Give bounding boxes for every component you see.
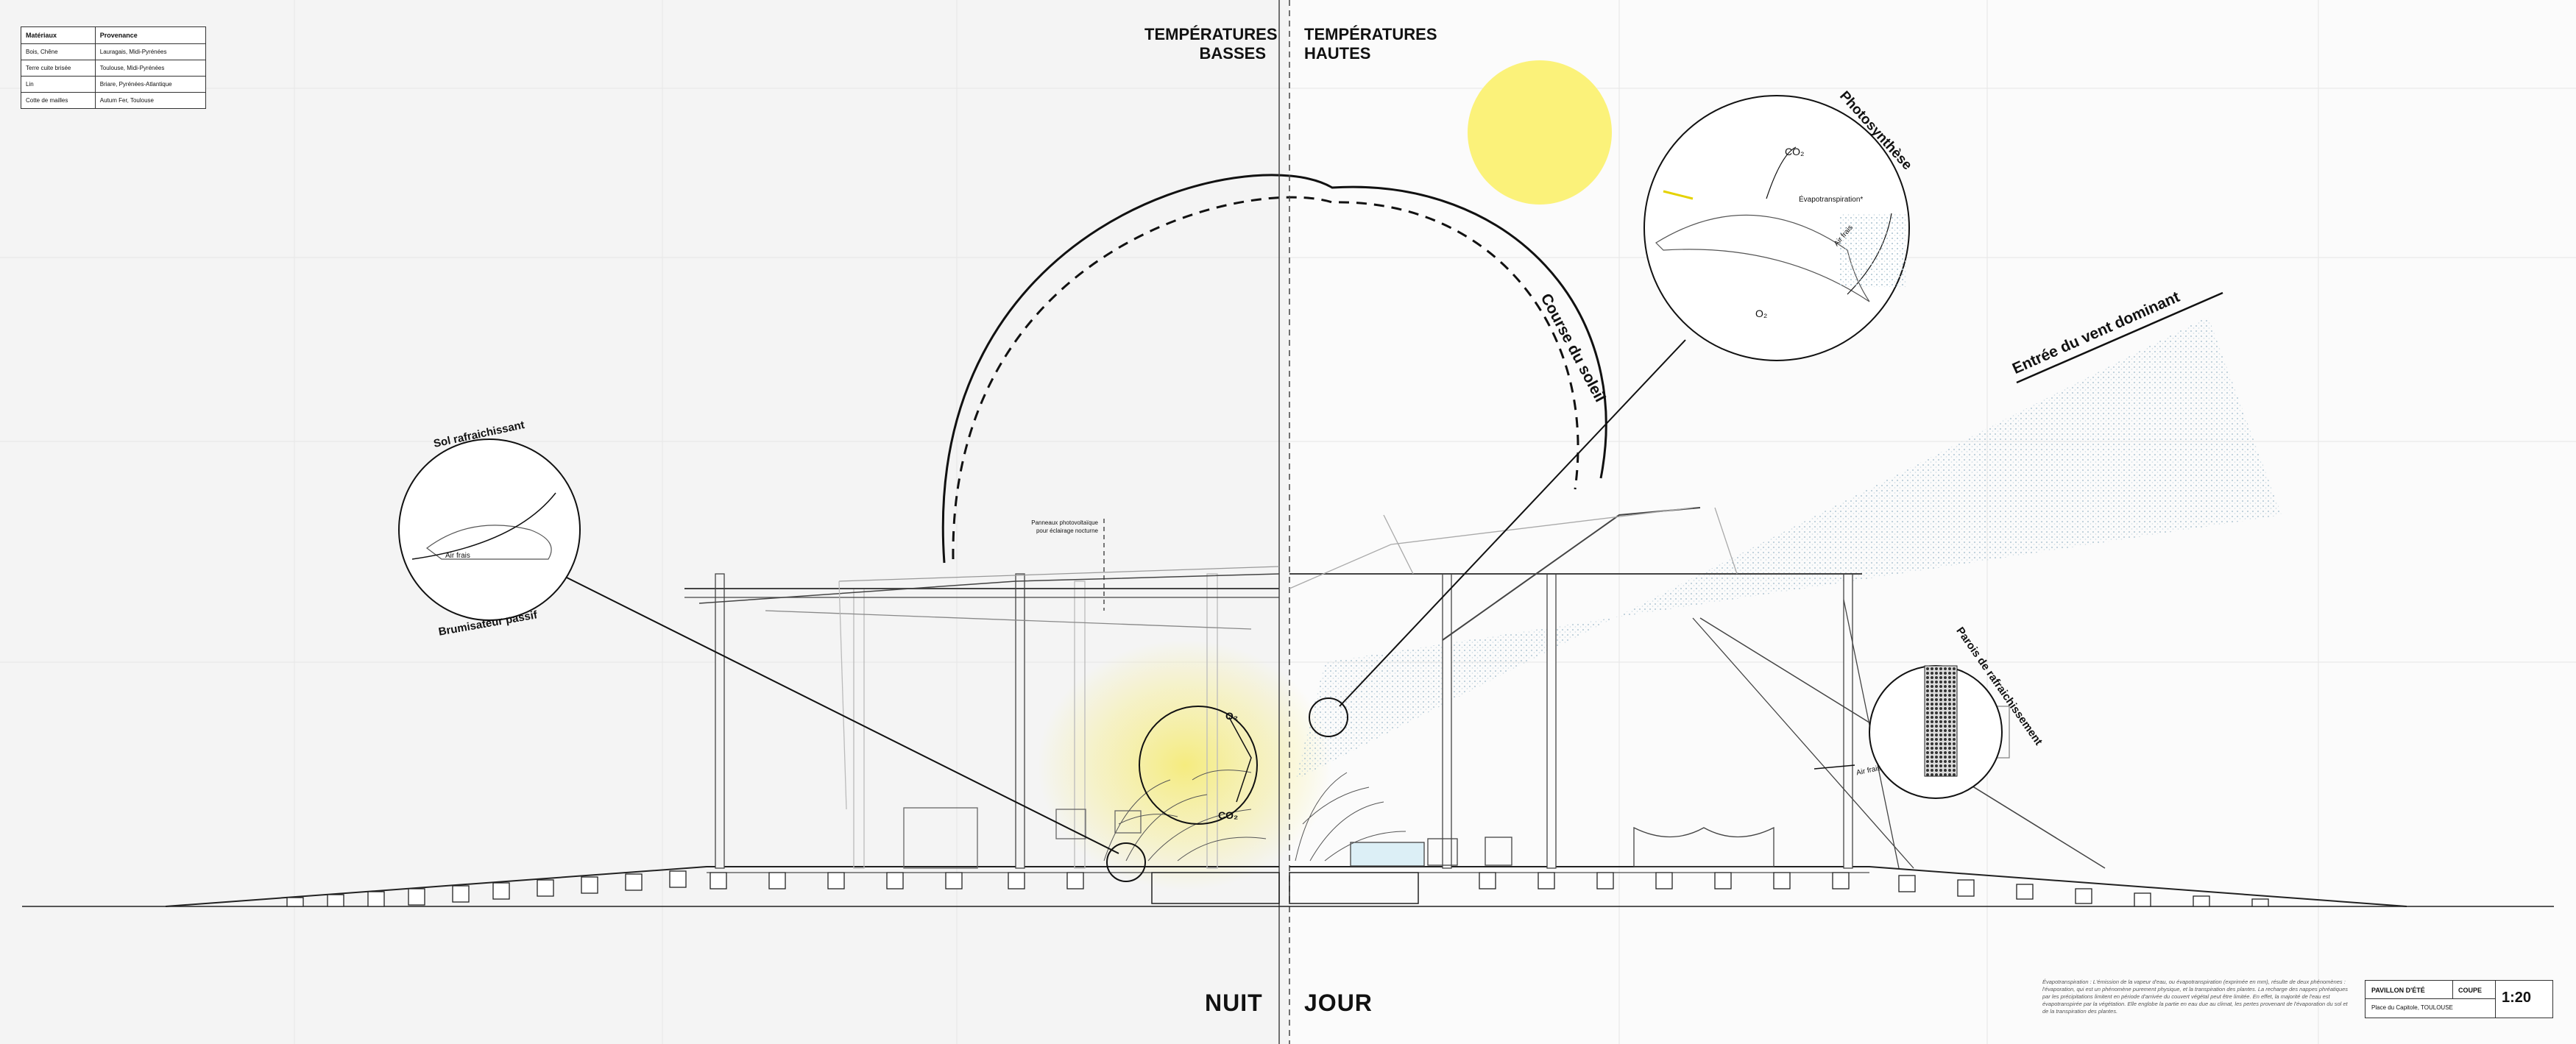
table-cell: Cotte de mailles (21, 92, 96, 109)
panneaux-label-2: pour éclairage nocturne (1036, 528, 1098, 534)
table-cell: Bois, Chêne (21, 43, 96, 60)
bubble-co2 (1139, 706, 1258, 825)
project-location: Place du Capitole, TOULOUSE (2371, 1004, 2453, 1011)
night-light-glow (1038, 640, 1332, 890)
sun-path-solid (941, 174, 1607, 564)
air-frais-left-label: Air frais (445, 552, 470, 560)
day-label: JOUR (1304, 990, 1373, 1016)
leader-sol (566, 577, 1119, 854)
drawing-type: COUPE (2458, 987, 2483, 994)
detail-marker-right (1309, 697, 1348, 737)
leader-photo (1339, 339, 1686, 707)
table-cell: Lin (21, 76, 96, 93)
table-cell: Briare, Pyrénées-Atlantique (94, 76, 207, 93)
plants-left (1103, 770, 1267, 862)
table-cell: Toulouse, Midi-Pyrénées (94, 60, 207, 77)
wind-zone (1295, 316, 2282, 780)
heading-low-temps: TEMPÉRATURES BASSES (1144, 25, 1278, 63)
table-cell: Lauragais, Midi-Pyrénées (94, 43, 207, 60)
co2-label: CO₂ (1218, 809, 1239, 821)
sun-path-dashed (952, 196, 1579, 560)
night-label: NUIT (1205, 990, 1263, 1016)
table-header: Matériaux (21, 26, 96, 44)
heading-high-temps: TEMPÉRATURES HAUTES (1304, 25, 1437, 63)
footings (286, 870, 2269, 907)
ground (22, 866, 2554, 907)
evapo-label: Évapotranspiration* (1799, 196, 1864, 204)
table-header: Provenance (94, 26, 207, 44)
sun-icon (1468, 60, 1612, 205)
left-pavilion (684, 519, 1280, 869)
co2-top-label: CO₂ (1785, 146, 1805, 157)
wind-underline (2016, 291, 2223, 384)
table-cell: Autum Fer, Toulouse (94, 92, 207, 109)
plants-right (1295, 772, 1406, 862)
bubble-sol (398, 438, 581, 621)
o2-leaf-label: O₂ (1755, 308, 1768, 319)
right-pavilion (1289, 507, 2106, 869)
panneaux-label-1: Panneaux photovoltaïque (1031, 519, 1098, 526)
chainmail-panel (1924, 665, 1958, 777)
o2-label: O₂ (1225, 710, 1239, 722)
table-cell: Terre cuite brisée (21, 60, 96, 77)
bubble-photosynthese (1643, 95, 1910, 361)
drawing-scale: 1:20 (2502, 990, 2532, 1006)
project-name: PAVILLON D'ÉTÉ (2371, 987, 2425, 994)
title-block: PAVILLON D'ÉTÉ COUPE Place du Capitole, … (2365, 980, 2553, 1018)
detail-marker-left (1106, 842, 1146, 882)
evapotranspiration-note: Évapotranspiration : L'émission de la va… (2042, 979, 2349, 1015)
